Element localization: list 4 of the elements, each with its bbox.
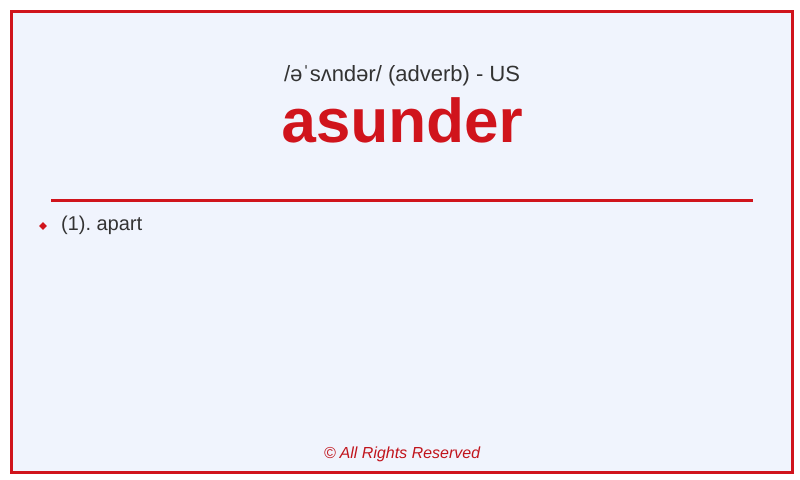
definition-text: (1). apart bbox=[61, 213, 142, 236]
headword: asunder bbox=[280, 89, 524, 155]
copyright-text: © All Rights Reserved bbox=[322, 445, 482, 463]
pronunciation-text: /əˈsʌndər/ (adverb) - US bbox=[283, 61, 521, 87]
